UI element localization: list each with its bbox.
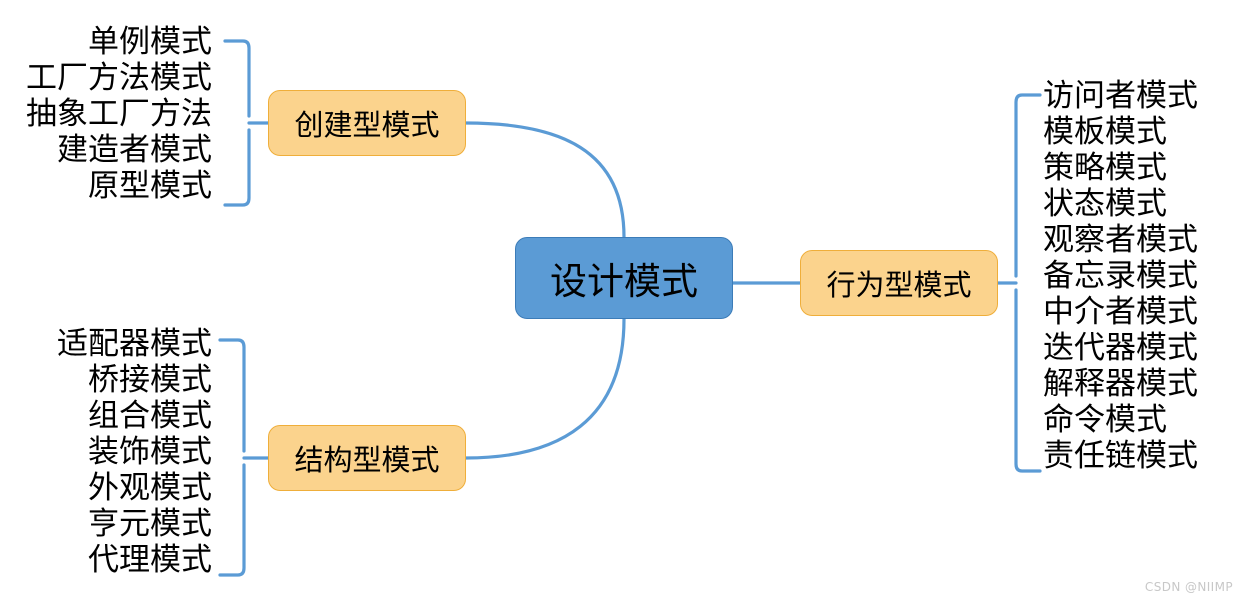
connector-root-structural [464,317,626,460]
leaf-item: 状态模式 [1043,186,1167,222]
leaf-item: 代理模式 [88,542,212,578]
node-behavioral-patterns[interactable]: 行为型模式 [800,250,998,316]
leaf-item: 组合模式 [88,398,212,434]
bracket-behavioral [1014,93,1042,473]
leaf-list-structural: 适配器模式 桥接模式 组合模式 装饰模式 外观模式 亨元模式 代理模式 [0,326,212,578]
node-root-design-patterns[interactable]: 设计模式 [515,237,733,319]
node-structural-patterns[interactable]: 结构型模式 [268,425,466,491]
leaf-item: 桥接模式 [88,362,212,398]
leaf-item: 迭代器模式 [1043,330,1198,366]
leaf-item: 工厂方法模式 [26,60,212,96]
leaf-item: 访问者模式 [1043,78,1198,114]
watermark-text: CSDN @NIIMP [1144,580,1233,594]
leaf-item: 观察者模式 [1043,222,1198,258]
leaf-item: 策略模式 [1043,150,1167,186]
leaf-item: 建造者模式 [57,132,212,168]
leaf-item: 备忘录模式 [1043,258,1198,294]
leaf-item: 解释器模式 [1043,366,1198,402]
bracket-structural [218,338,246,577]
leaf-item: 命令模式 [1043,402,1167,438]
leaf-list-creational: 单例模式 工厂方法模式 抽象工厂方法 建造者模式 原型模式 [0,24,212,204]
leaf-item: 外观模式 [88,470,212,506]
leaf-item: 适配器模式 [57,326,212,362]
bracket-creational [223,39,251,207]
leaf-item: 原型模式 [88,168,212,204]
leaf-item: 亨元模式 [88,506,212,542]
leaf-item: 装饰模式 [88,434,212,470]
leaf-item: 中介者模式 [1043,294,1198,330]
node-creational-patterns[interactable]: 创建型模式 [268,90,466,156]
leaf-list-behavioral: 访问者模式 模板模式 策略模式 状态模式 观察者模式 备忘录模式 中介者模式 迭… [1043,78,1243,474]
leaf-item: 单例模式 [88,24,212,60]
leaf-item: 抽象工厂方法 [26,96,212,132]
leaf-item: 模板模式 [1043,114,1167,150]
connector-root-creational [464,121,626,239]
leaf-item: 责任链模式 [1043,438,1198,474]
